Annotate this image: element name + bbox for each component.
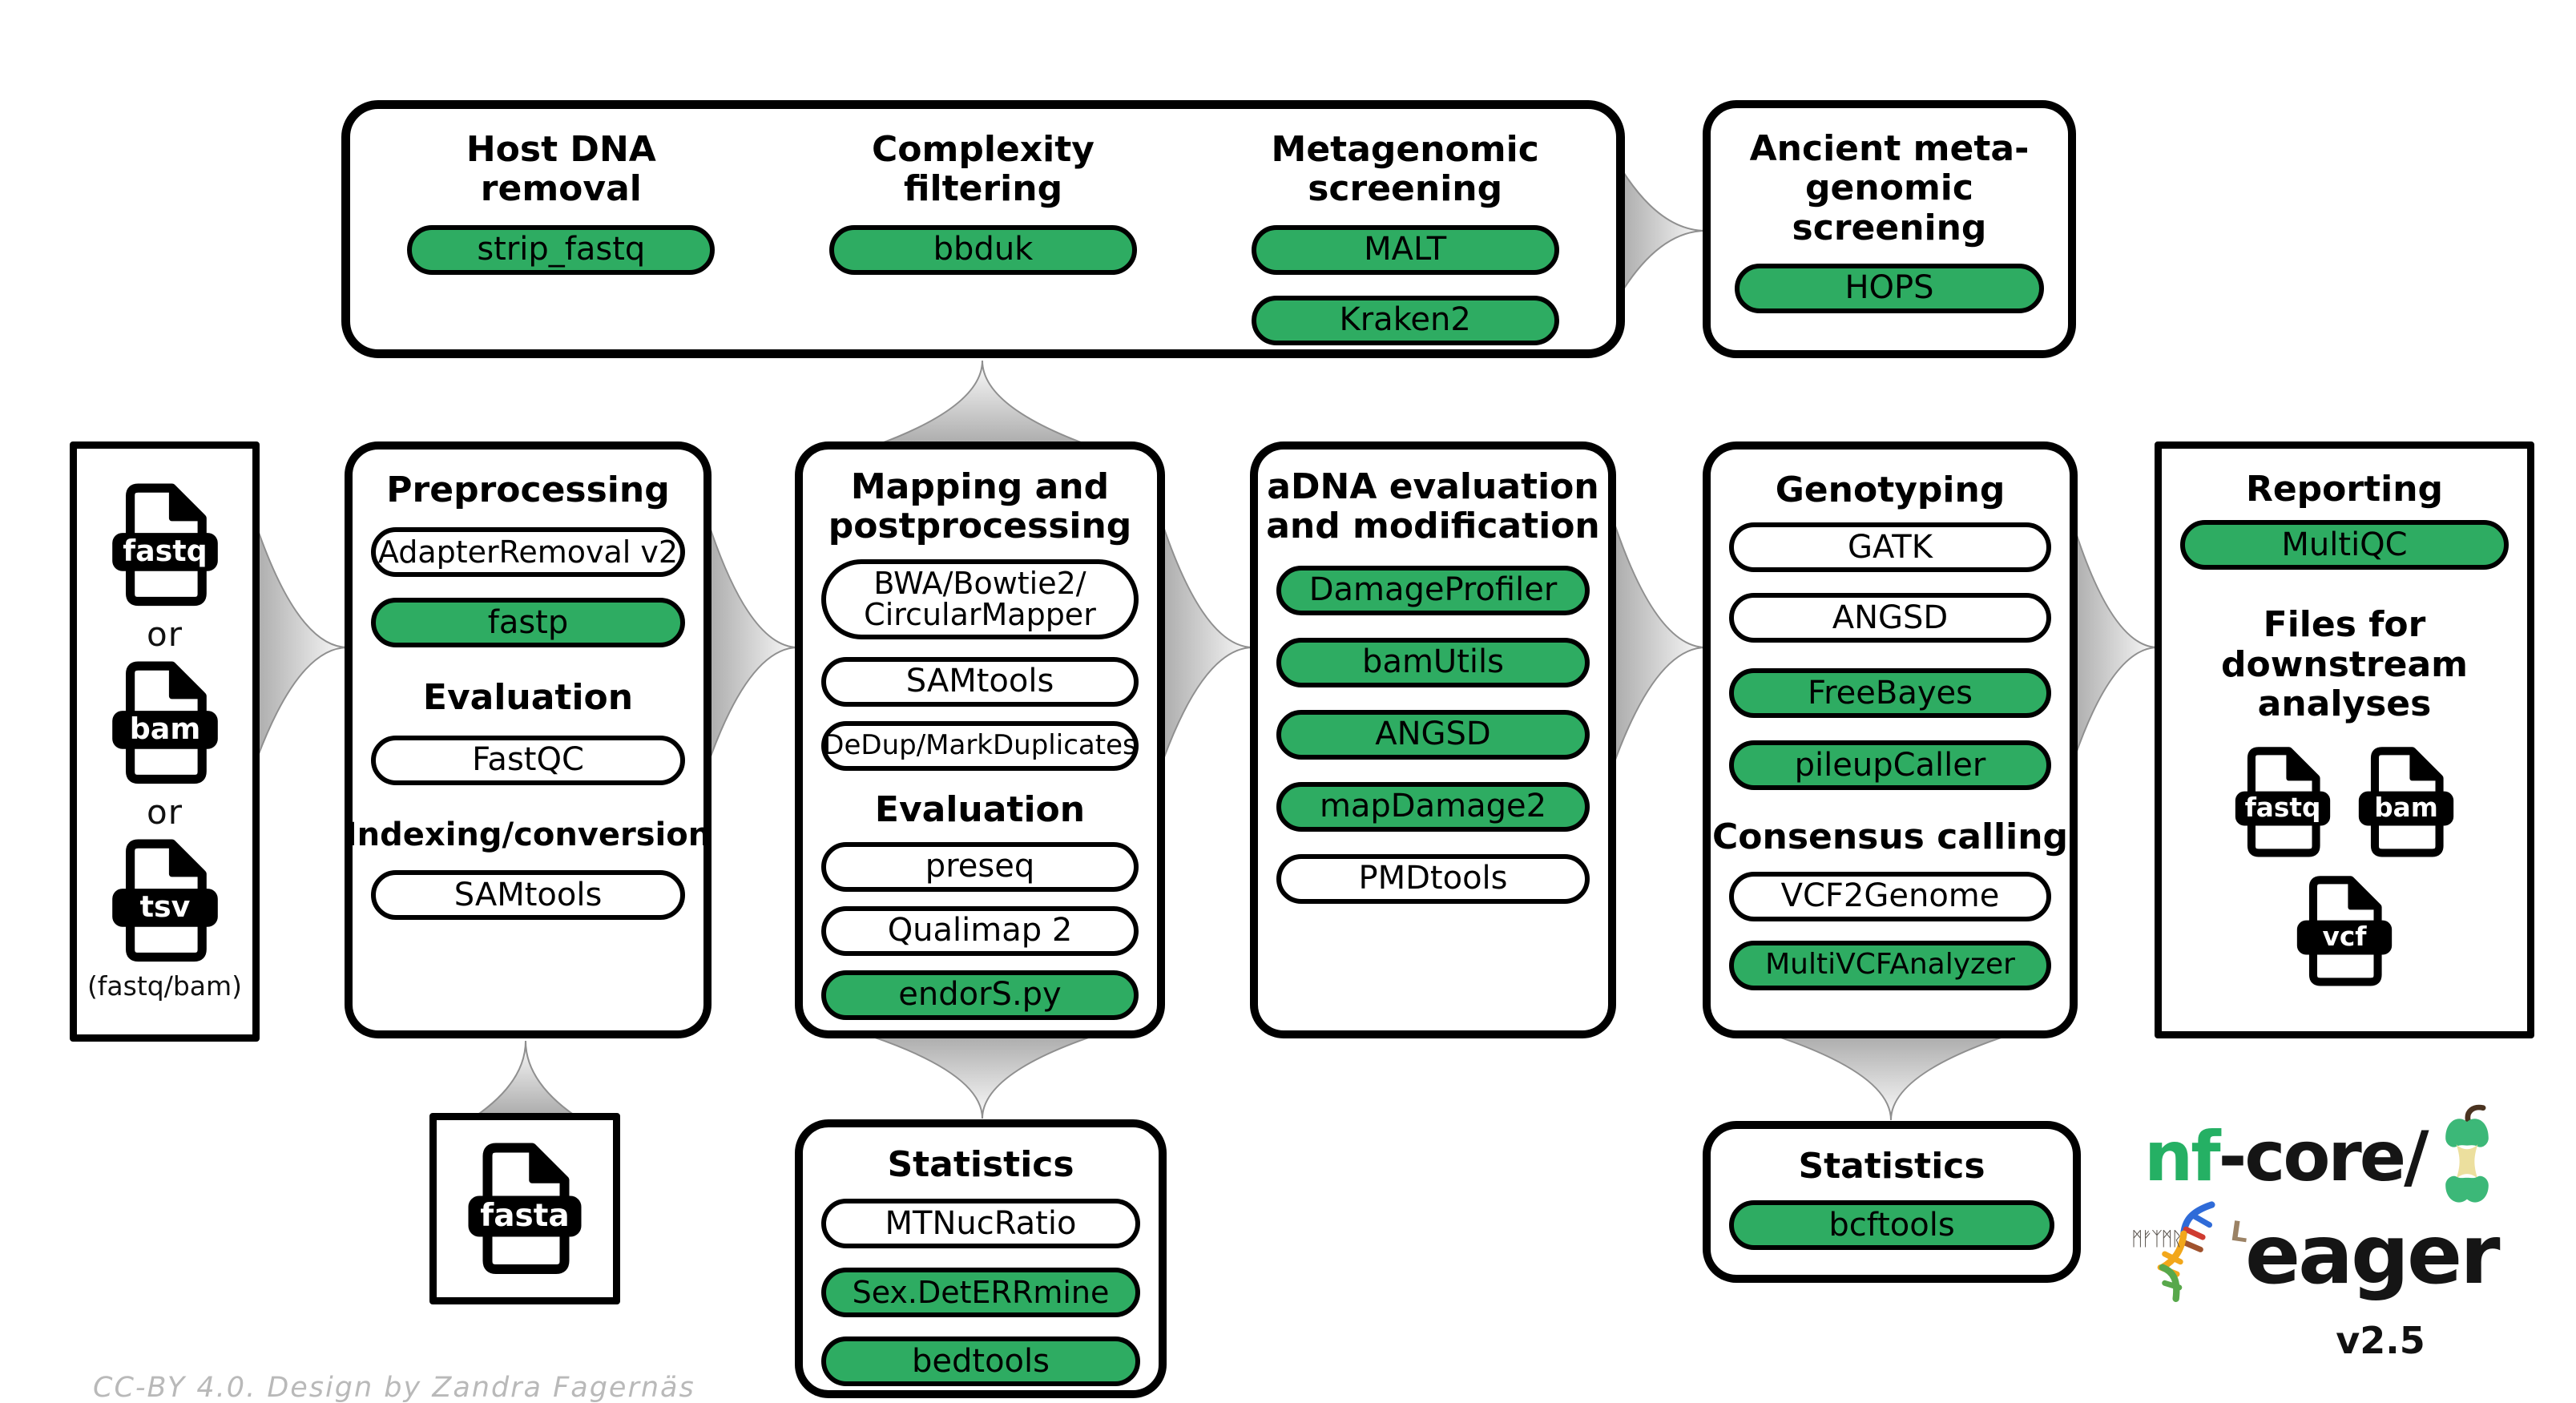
fasta-reference-panel: fasta xyxy=(429,1113,620,1304)
tool-angsd-genotyping: ANGSD xyxy=(1729,593,2051,643)
downstream-files-row: fastq bam xyxy=(2232,746,2457,859)
logo-core-text: -core/ xyxy=(2218,1117,2429,1197)
tool-malt: MALT xyxy=(1251,224,1559,275)
tool-multivcfanalyzer: MultiVCFAnalyzer xyxy=(1729,940,2051,990)
adna-title: aDNA evaluation and modification xyxy=(1266,466,1600,547)
tool-kraken2: Kraken2 xyxy=(1251,295,1559,345)
tool-vcf2genome: VCF2Genome xyxy=(1729,871,2051,921)
statistics-title: Statistics xyxy=(1798,1146,1985,1187)
tool-bedtools: bedtools xyxy=(821,1336,1140,1387)
tool-samtools-map: SAMtools xyxy=(821,656,1139,707)
tool-fastqc: FastQC xyxy=(371,735,685,785)
tool-freebayes: FreeBayes xyxy=(1729,668,2051,719)
fastq-output-label: fastq xyxy=(2245,792,2321,823)
statistics-title: Statistics xyxy=(887,1144,1074,1185)
tool-preseq: preseq xyxy=(821,841,1139,892)
tool-mtnucratio: MTNucRatio xyxy=(821,1199,1140,1249)
fastq-output-file-icon: fastq xyxy=(2235,747,2331,857)
tool-adapterremoval: AdapterRemoval v2 xyxy=(371,527,685,578)
indexing-conversion-title: Indexing/conversion xyxy=(345,816,712,853)
tool-damageprofiler: DamageProfiler xyxy=(1276,565,1590,615)
or-label: or xyxy=(147,614,183,654)
tsv-file-label: tsv xyxy=(139,889,190,924)
apple-core-icon xyxy=(2445,1104,2489,1203)
tool-gatk: GATK xyxy=(1729,522,2051,573)
flow-arrow xyxy=(450,1040,601,1131)
tool-strip-fastq: strip_fastq xyxy=(407,224,716,275)
tool-bamutils: bamUtils xyxy=(1276,637,1590,687)
tool-bbduk: bbduk xyxy=(829,224,1137,275)
tool-pileupcaller: pileupCaller xyxy=(1729,740,2051,791)
runes-text: ᛗᚠᛉᛗᚱ xyxy=(2131,1228,2183,1250)
tool-mapdamage2: mapDamage2 xyxy=(1276,781,1590,832)
genotyping-title: Genotyping xyxy=(1775,470,2006,510)
license-credit-text: CC-BY 4.0. Design by Zandra Fagernäs xyxy=(93,1372,695,1403)
fastq-file-label: fastq xyxy=(123,534,207,568)
logo-name-row: ᛗᚠᛉᛗᚱ L eager xyxy=(2131,1200,2545,1311)
adna-panel: aDNA evaluation and modification DamageP… xyxy=(1250,441,1616,1038)
tool-fastp: fastp xyxy=(371,598,685,648)
downstream-files-title: Files for downstream analyses xyxy=(2221,604,2468,724)
reporting-title: Reporting xyxy=(2245,469,2444,510)
fasta-file-icon: fasta xyxy=(468,1143,582,1274)
consensus-calling-title: Consensus calling xyxy=(1711,816,2069,858)
ancient-metagenomic-title: Ancient meta- genomic screening xyxy=(1749,128,2030,248)
fastq-file-icon: fastq xyxy=(111,483,218,606)
bam-file-label: bam xyxy=(129,712,200,746)
tool-hops: HOPS xyxy=(1735,263,2044,313)
metagenomic-screening-title: Metagenomic screening xyxy=(1271,129,1539,210)
preprocessing-title: Preprocessing xyxy=(386,470,670,510)
tool-bwa-bowtie2-circularmapper: BWA/Bowtie2/ CircularMapper xyxy=(821,558,1139,639)
dna-helix-icon: ᛗᚠᛉᛗᚱ L xyxy=(2131,1200,2251,1311)
tool-dedup-markduplicates: DeDup/MarkDuplicates xyxy=(821,720,1139,771)
input-format-note: (fastq/bam) xyxy=(87,970,243,1002)
statistics-genotyping-panel: Statistics bcftools xyxy=(1703,1121,2081,1283)
host-dna-removal-title: Host DNA removal xyxy=(466,129,656,210)
logo-brand-row: nf-core/ xyxy=(2144,1104,2545,1203)
tsv-file-icon: tsv xyxy=(111,839,218,962)
flow-arrow xyxy=(813,1018,1150,1119)
fasta-file-label: fasta xyxy=(480,1198,569,1234)
tool-endors-py: endorS.py xyxy=(821,970,1139,1020)
flow-arrow xyxy=(828,360,1137,462)
vcf-output-label: vcf xyxy=(2323,921,2368,952)
tool-qualimap2: Qualimap 2 xyxy=(821,905,1139,956)
nf-core-eager-logo: nf-core/ ᛗᚠᛉᛗᚱ L xyxy=(2131,1104,2545,1362)
bam-output-file-icon: bam xyxy=(2358,747,2454,857)
preprocessing-panel: Preprocessing AdapterRemoval v2 fastp Ev… xyxy=(345,441,712,1038)
mapping-title: Mapping and postprocessing xyxy=(828,466,1132,547)
mapping-panel: Mapping and postprocessing BWA/Bowtie2/ … xyxy=(795,441,1165,1038)
bam-file-icon: bam xyxy=(111,661,218,784)
host-dna-removal-section: Host DNA removal strip_fastq xyxy=(350,109,772,275)
statistics-mapping-panel: Statistics MTNucRatio Sex.DetERRmine bed… xyxy=(795,1119,1167,1398)
input-files-panel: fastq or bam or tsv (fastq/bam) xyxy=(70,441,260,1042)
ancient-metagenomic-panel: Ancient meta- genomic screening HOPS xyxy=(1703,100,2076,358)
tool-sexdeterrmine: Sex.DetERRmine xyxy=(821,1268,1140,1318)
metagenomic-screening-section: Metagenomic screening MALT Kraken2 xyxy=(1194,109,1616,345)
complexity-filtering-section: Complexity filtering bbduk xyxy=(772,109,1195,275)
complexity-filtering-title: Complexity filtering xyxy=(872,129,1094,210)
tool-multiqc: MultiQC xyxy=(2180,520,2509,570)
logo-version: v2.5 xyxy=(2336,1319,2425,1362)
tool-samtools-index: SAMtools xyxy=(371,870,685,921)
evaluation-title: Evaluation xyxy=(874,788,1086,830)
vcf-output-file-icon: vcf xyxy=(2296,876,2393,986)
logo-nf-text: nf xyxy=(2144,1117,2221,1197)
tool-bcftools: bcftools xyxy=(1729,1200,2054,1251)
genotyping-panel: Genotyping GATK ANGSD FreeBayes pileupCa… xyxy=(1703,441,2078,1038)
flow-arrow xyxy=(1719,1018,2063,1121)
logo-eager-text: eager xyxy=(2245,1207,2501,1303)
evaluation-title: Evaluation xyxy=(422,677,634,719)
tool-angsd-adna: ANGSD xyxy=(1276,709,1590,760)
bam-output-label: bam xyxy=(2374,792,2438,823)
reporting-panel: Reporting MultiQC Files for downstream a… xyxy=(2155,441,2534,1038)
screening-panel: Host DNA removal strip_fastq Complexity … xyxy=(341,100,1625,358)
or-label: or xyxy=(147,792,183,832)
tool-pmdtools: PMDtools xyxy=(1276,853,1590,904)
